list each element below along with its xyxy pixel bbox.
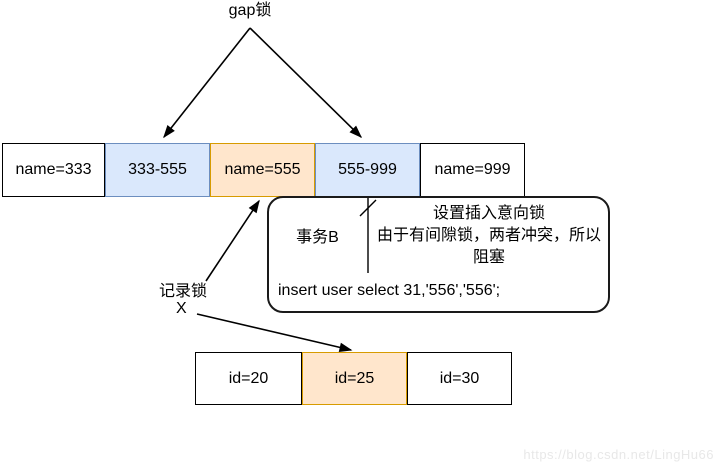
cell-gap-555-999: 555-999 [315,143,420,197]
record-lock-label: 记录锁 [159,283,208,300]
transaction-sql: insert user select 31,'556','556'; [278,282,501,299]
transaction-note-line: 阻塞 [472,249,505,266]
transaction-box [267,196,610,313]
cell-gap-333-555: 333-555 [105,143,210,197]
gap-lock-label: gap锁 [228,2,272,19]
cell-name-555: name=555 [210,143,315,197]
cell-id-20: id=20 [195,352,302,405]
cell-name-999: name=999 [420,143,525,197]
transaction-note: 设置插入意向锁 由于有间隙锁，两者冲突，所以 阻塞 [369,203,609,269]
gap-arrow-left [163,27,251,139]
transaction-note-line: 由于有间隙锁，两者冲突，所以 [376,227,601,244]
transaction-note-line: 设置插入意向锁 [432,205,545,222]
record-lock-arrow [205,199,260,282]
cell-id-30: id=30 [407,352,512,405]
record-lock-id-arrow [196,313,353,352]
cell-name-333: name=333 [2,143,105,197]
watermark-text: https://blog.csdn.net/LingHu66 [523,447,714,462]
gap-arrow-right [249,27,363,139]
record-lock-x-label: X [176,300,187,317]
cell-id-25: id=25 [302,352,407,405]
transaction-title: 事务B [296,229,339,246]
